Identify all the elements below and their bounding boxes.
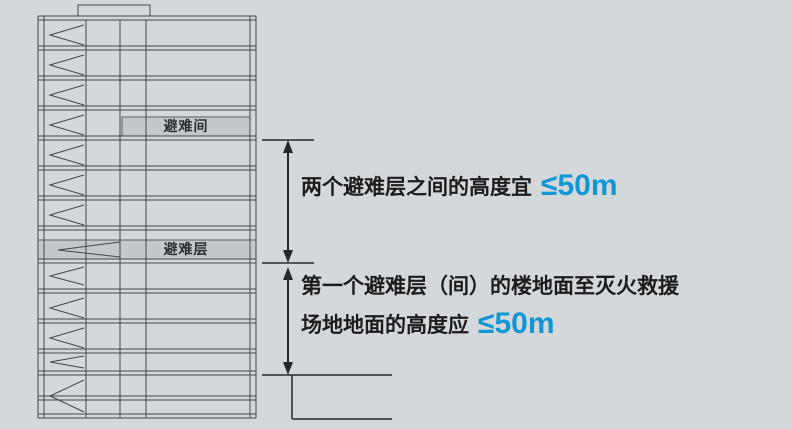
roof-machine-room [77, 4, 151, 16]
annotation-first-refuge-floor: 第一个避难层（间）的楼地面至灭火救援 场地地面的高度应 ≤50m [301, 271, 679, 341]
annotation-between-refuge-floors: 两个避难层之间的高度宜 ≤50m [301, 163, 618, 209]
arrowhead-down-icon [283, 362, 293, 375]
annotation-line2: 场地地面的高度应 ≤50m [301, 307, 679, 341]
limit-value: ≤50m [541, 169, 618, 202]
refuge-floor-label: 避难层 [163, 241, 209, 257]
dimension-lines [262, 139, 392, 420]
annotation-line2-text: 场地地面的高度应 [301, 314, 469, 337]
arrowhead-up-icon [283, 140, 293, 153]
arrowhead-up-icon [283, 267, 293, 280]
limit-value: ≤50m [478, 307, 555, 340]
annotation-text: 两个避难层之间的高度宜 [301, 176, 532, 199]
building-structure [37, 4, 257, 419]
stair-chevrons [48, 24, 121, 413]
ground-step-line [291, 375, 392, 420]
arrowhead-down-icon [283, 250, 293, 263]
refuge-room-label: 避难间 [163, 118, 209, 134]
annotation-line1: 第一个避难层（间）的楼地面至灭火救援 [301, 275, 679, 298]
